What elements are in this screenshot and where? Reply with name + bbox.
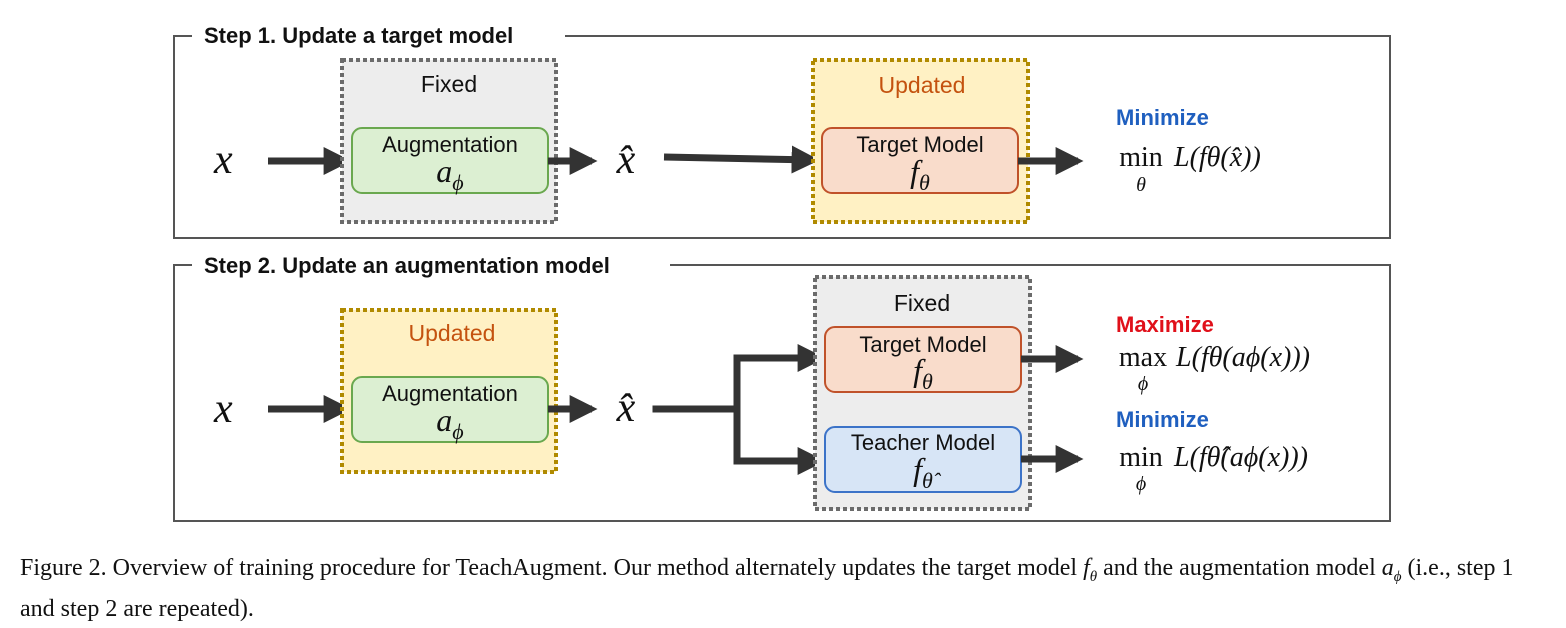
- step2-panel: Step 2. Update an augmentation model x U…: [173, 253, 1391, 522]
- step1-augmentation-name: Augmentation: [382, 132, 518, 157]
- step2-title: Step 2. Update an augmentation model: [204, 253, 610, 278]
- step1-objective-body: L(fθ(x̂)): [1173, 142, 1261, 173]
- step1-target-model-name: Target Model: [856, 132, 983, 157]
- caption-f-sub: θ: [1089, 568, 1098, 585]
- step1-updated-label: Updated: [879, 72, 966, 98]
- training-diagram: Step 1. Update a target model x Fixed Au…: [173, 23, 1391, 522]
- step1-augmentation-box: Augmentation aϕ: [351, 127, 549, 195]
- step1-panel: Step 1. Update a target model x Fixed Au…: [173, 23, 1391, 239]
- step2-frame: [173, 264, 1391, 522]
- step2-objective2-op: min: [1119, 442, 1163, 473]
- step2-objective1-op: max: [1119, 342, 1167, 373]
- step1-frame: [173, 35, 1391, 239]
- caption-prefix: Figure 2. Overview of training procedure…: [20, 555, 1084, 581]
- step1-input: x: [213, 137, 233, 183]
- step1-xhat: x̂: [616, 137, 636, 183]
- step2-objective1-label: Maximize: [1116, 312, 1214, 337]
- step2-updated-label: Updated: [409, 320, 496, 346]
- caption-f-symbol: f: [1083, 555, 1090, 581]
- step1-arrow-xhat: [663, 145, 820, 174]
- step2-target-model-name: Target Model: [859, 332, 986, 357]
- step2-augmentation-symbol: aϕ: [436, 402, 463, 444]
- step1-augmentation-symbol: aϕ: [436, 153, 463, 195]
- step2-teacher-model-name: Teacher Model: [851, 430, 995, 455]
- step1-objective-under: θ: [1136, 174, 1146, 196]
- step2-target-model-box: Target Model fθ: [824, 326, 1022, 394]
- step1-title: Step 1. Update a target model: [204, 23, 513, 48]
- step2-objective2-under: ϕ: [1136, 473, 1146, 495]
- step2-objective1-body: L(fθ(aϕ(x))): [1175, 342, 1310, 373]
- caption-a-symbol: a: [1381, 555, 1394, 581]
- step2-objective1-under: ϕ: [1138, 373, 1148, 395]
- step2-branch-connector: [652, 354, 741, 465]
- figure-caption: Figure 2. Overview of training procedure…: [20, 552, 1550, 625]
- step2-augmentation-box: Augmentation aϕ: [351, 376, 549, 444]
- step2-augmentation-name: Augmentation: [382, 381, 518, 406]
- step2-teacher-model-box: Teacher Model fθ̂: [824, 426, 1022, 493]
- caption-a-sub: ϕ: [1393, 568, 1402, 585]
- step2-objective2-body: L(fθ̂(aϕ(x))): [1173, 442, 1308, 473]
- step2-fixed-label: Fixed: [894, 290, 950, 316]
- step1-target-model-box: Target Model fθ: [821, 127, 1019, 195]
- step1-objective-op: min: [1119, 142, 1163, 173]
- caption-middle: and the augmentation model: [1097, 555, 1382, 581]
- step1-objective-label: Minimize: [1116, 105, 1209, 130]
- step2-xhat: x̂: [616, 385, 636, 431]
- caption-suffix: (i.e., step 1 and step 2 are repeated).: [20, 555, 1514, 622]
- step2-input: x: [213, 386, 233, 432]
- step2-objective2-label: Minimize: [1116, 407, 1209, 432]
- step1-fixed-label: Fixed: [421, 71, 477, 97]
